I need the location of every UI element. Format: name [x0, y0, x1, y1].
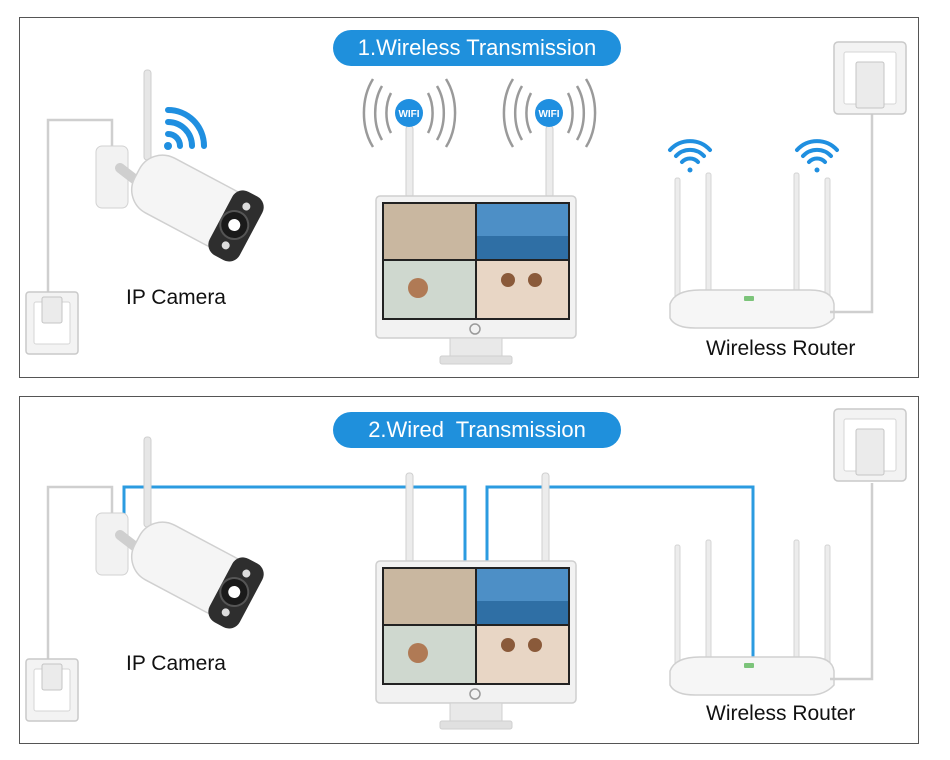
router-wifi-icon: [668, 139, 839, 173]
wired-diagram-art: [25, 408, 907, 730]
wifi-badge-text: WIFI: [538, 109, 559, 120]
wireless-router-icon: [669, 539, 835, 696]
wireless-router-label: Wireless Router: [706, 337, 856, 360]
wifi-badge-text: WIFI: [398, 109, 419, 120]
router-power-cable: [830, 483, 874, 681]
power-outlet-icon: [833, 408, 907, 482]
camera-wifi-icon: [164, 107, 207, 150]
nvr-antenna-right: [541, 472, 550, 564]
camera-power-cable: [46, 485, 114, 669]
wired-transmission-panel: 2.Wired Transmission IP Camera Wireless …: [19, 396, 919, 744]
nvr-antenna-left: [405, 472, 414, 564]
power-outlet-icon: [25, 291, 79, 355]
network-cable-camera-to-nvr: [122, 485, 467, 561]
ip-camera-icon: [95, 69, 264, 262]
nvr-monitor-icon: [375, 195, 577, 365]
ip-camera-label: IP Camera: [126, 286, 226, 309]
power-outlet-icon: [25, 658, 79, 722]
wireless-diagram-art: WIFI WIFI: [25, 41, 907, 365]
wifi-badge-left: WIFI: [395, 99, 423, 127]
ip-camera-icon: [95, 436, 264, 629]
wireless-transmission-panel: WIFI WIFI: [19, 17, 919, 378]
panel-title: 1.Wireless Transmission: [333, 30, 621, 66]
wifi-badge-right: WIFI: [535, 99, 563, 127]
nvr-antenna-right: [545, 125, 554, 199]
wireless-router-label: Wireless Router: [706, 702, 856, 725]
wireless-router-icon: [669, 172, 835, 329]
ip-camera-label: IP Camera: [126, 652, 226, 675]
camera-power-cable: [46, 118, 114, 300]
power-outlet-icon: [833, 41, 907, 115]
nvr-monitor-icon: [375, 560, 577, 730]
nvr-antenna-left: [405, 125, 414, 199]
wifi-signal-waves-icon: [362, 78, 597, 148]
router-power-cable: [830, 114, 874, 314]
panel-title: 2.Wired Transmission: [333, 412, 621, 448]
network-cable-nvr-to-router: [485, 485, 755, 667]
